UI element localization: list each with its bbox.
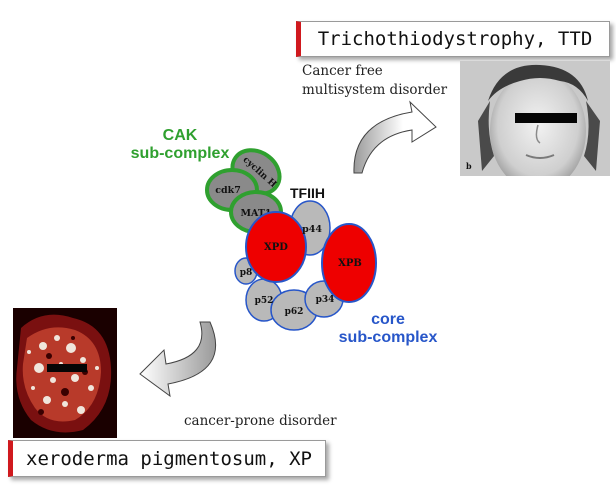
label-p44: p44 xyxy=(302,224,322,235)
eye-censor-bar xyxy=(515,113,577,123)
label-p8: p8 xyxy=(240,268,253,278)
cak-label-line2: sub-complex xyxy=(130,145,230,162)
label-xpb: XPB xyxy=(338,258,362,269)
label-xpd: XPD xyxy=(264,242,288,253)
xp-caption: cancer-prone disorder xyxy=(184,413,337,429)
xp-title: xeroderma pigmentosum, XP xyxy=(26,447,312,470)
label-p52: p52 xyxy=(255,296,274,306)
core-subcomplex-label: core sub-complex xyxy=(330,311,446,347)
xp-patient-photo xyxy=(13,308,117,438)
xp-eye-censor-bar xyxy=(47,364,87,372)
subunit-xpb xyxy=(321,223,377,303)
ttd-caption-line1: Cancer free xyxy=(302,63,383,79)
ttd-title-box: Trichothiodystrophy, TTD xyxy=(296,21,610,57)
ttd-patient-photo: b xyxy=(460,61,610,176)
core-label-line1: core xyxy=(371,311,405,328)
arrow-to-xp xyxy=(139,321,217,398)
subunit-xpd xyxy=(245,211,307,283)
ttd-photo-illustration: b xyxy=(460,61,610,176)
ttd-caption-line2: multisystem disorder xyxy=(302,82,448,98)
arrow-to-ttd xyxy=(353,100,437,174)
ttd-caption: Cancer free multisystem disorder xyxy=(302,62,482,100)
label-mat1: MAT1 xyxy=(240,208,271,219)
core-label-line2: sub-complex xyxy=(338,329,438,346)
core-subcomplex: p44 XPD XPB p8 p52 p62 p34 xyxy=(234,200,377,331)
cak-subcomplex-label: CAK sub-complex xyxy=(120,127,240,163)
ttd-photo-label: b xyxy=(466,161,472,171)
tfiih-label: TFIIH xyxy=(290,185,325,201)
xp-photo-illustration xyxy=(13,308,117,438)
label-cdk7: cdk7 xyxy=(215,185,241,196)
label-p62: p62 xyxy=(285,307,304,317)
xp-title-box: xeroderma pigmentosum, XP xyxy=(8,440,326,477)
ttd-title: Trichothiodystrophy, TTD xyxy=(317,28,593,50)
cak-label-line1: CAK xyxy=(162,127,198,144)
label-p34: p34 xyxy=(316,295,335,305)
